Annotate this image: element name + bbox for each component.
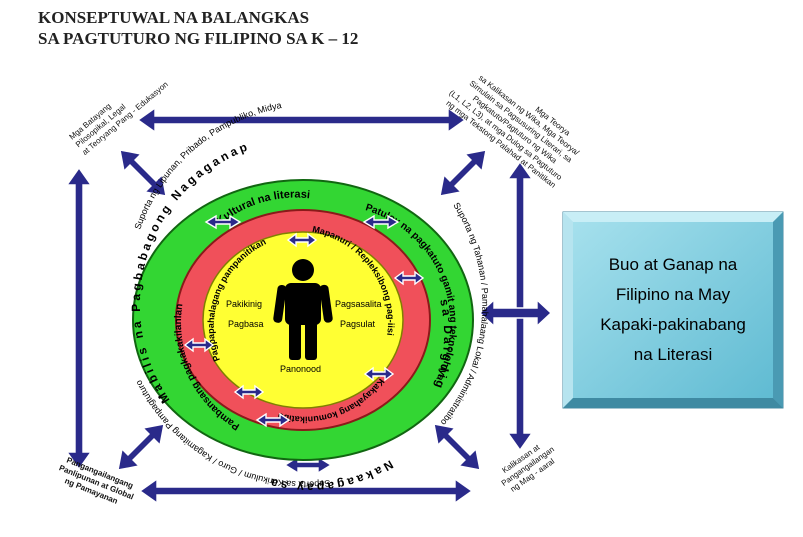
outcome-line-2: Filipino na May <box>615 285 731 304</box>
skill-pakikinig: Pakikinig <box>226 299 262 309</box>
skill-pagbasa: Pagbasa <box>228 319 264 329</box>
title-line-2: SA PAGTUTURO NG FILIPINO SA K – 12 <box>38 29 358 48</box>
arrow-bottom <box>138 477 474 505</box>
skill-pagsasalita: Pagsasalita <box>335 299 382 309</box>
ring-arrows <box>183 214 425 428</box>
arrow-diag-bottom-right <box>433 423 481 471</box>
outcome-box-frame <box>562 211 784 409</box>
skill-pagsulat: Pagsulat <box>340 319 376 329</box>
arrow-top <box>136 106 467 134</box>
outcome-line-4: na Literasi <box>633 345 713 364</box>
outcome-box: Buo at Ganap na Filipino na May Kapaki-p… <box>563 212 783 408</box>
person-icon <box>273 259 333 360</box>
arrow-diag-top-left <box>119 149 167 197</box>
title-line-1: KONSEPTUWAL NA BALANGKAS <box>38 8 309 27</box>
arrow-to-outcome <box>478 298 553 328</box>
outcome-line-1: Buo at Ganap na <box>608 255 738 274</box>
arrow-right <box>506 160 534 452</box>
arrow-diag-top-right <box>439 149 487 197</box>
arrow-diag-bottom-left <box>117 423 165 471</box>
arrow-left <box>65 166 93 471</box>
skill-panonood: Panonood <box>280 364 321 374</box>
frame-arrows <box>65 106 553 505</box>
corner-bottom-right: Kalikasan at Pangangailangan ng Mag - aa… <box>500 442 557 493</box>
outcome-line-3: Kapaki-pakinabang <box>600 315 746 334</box>
